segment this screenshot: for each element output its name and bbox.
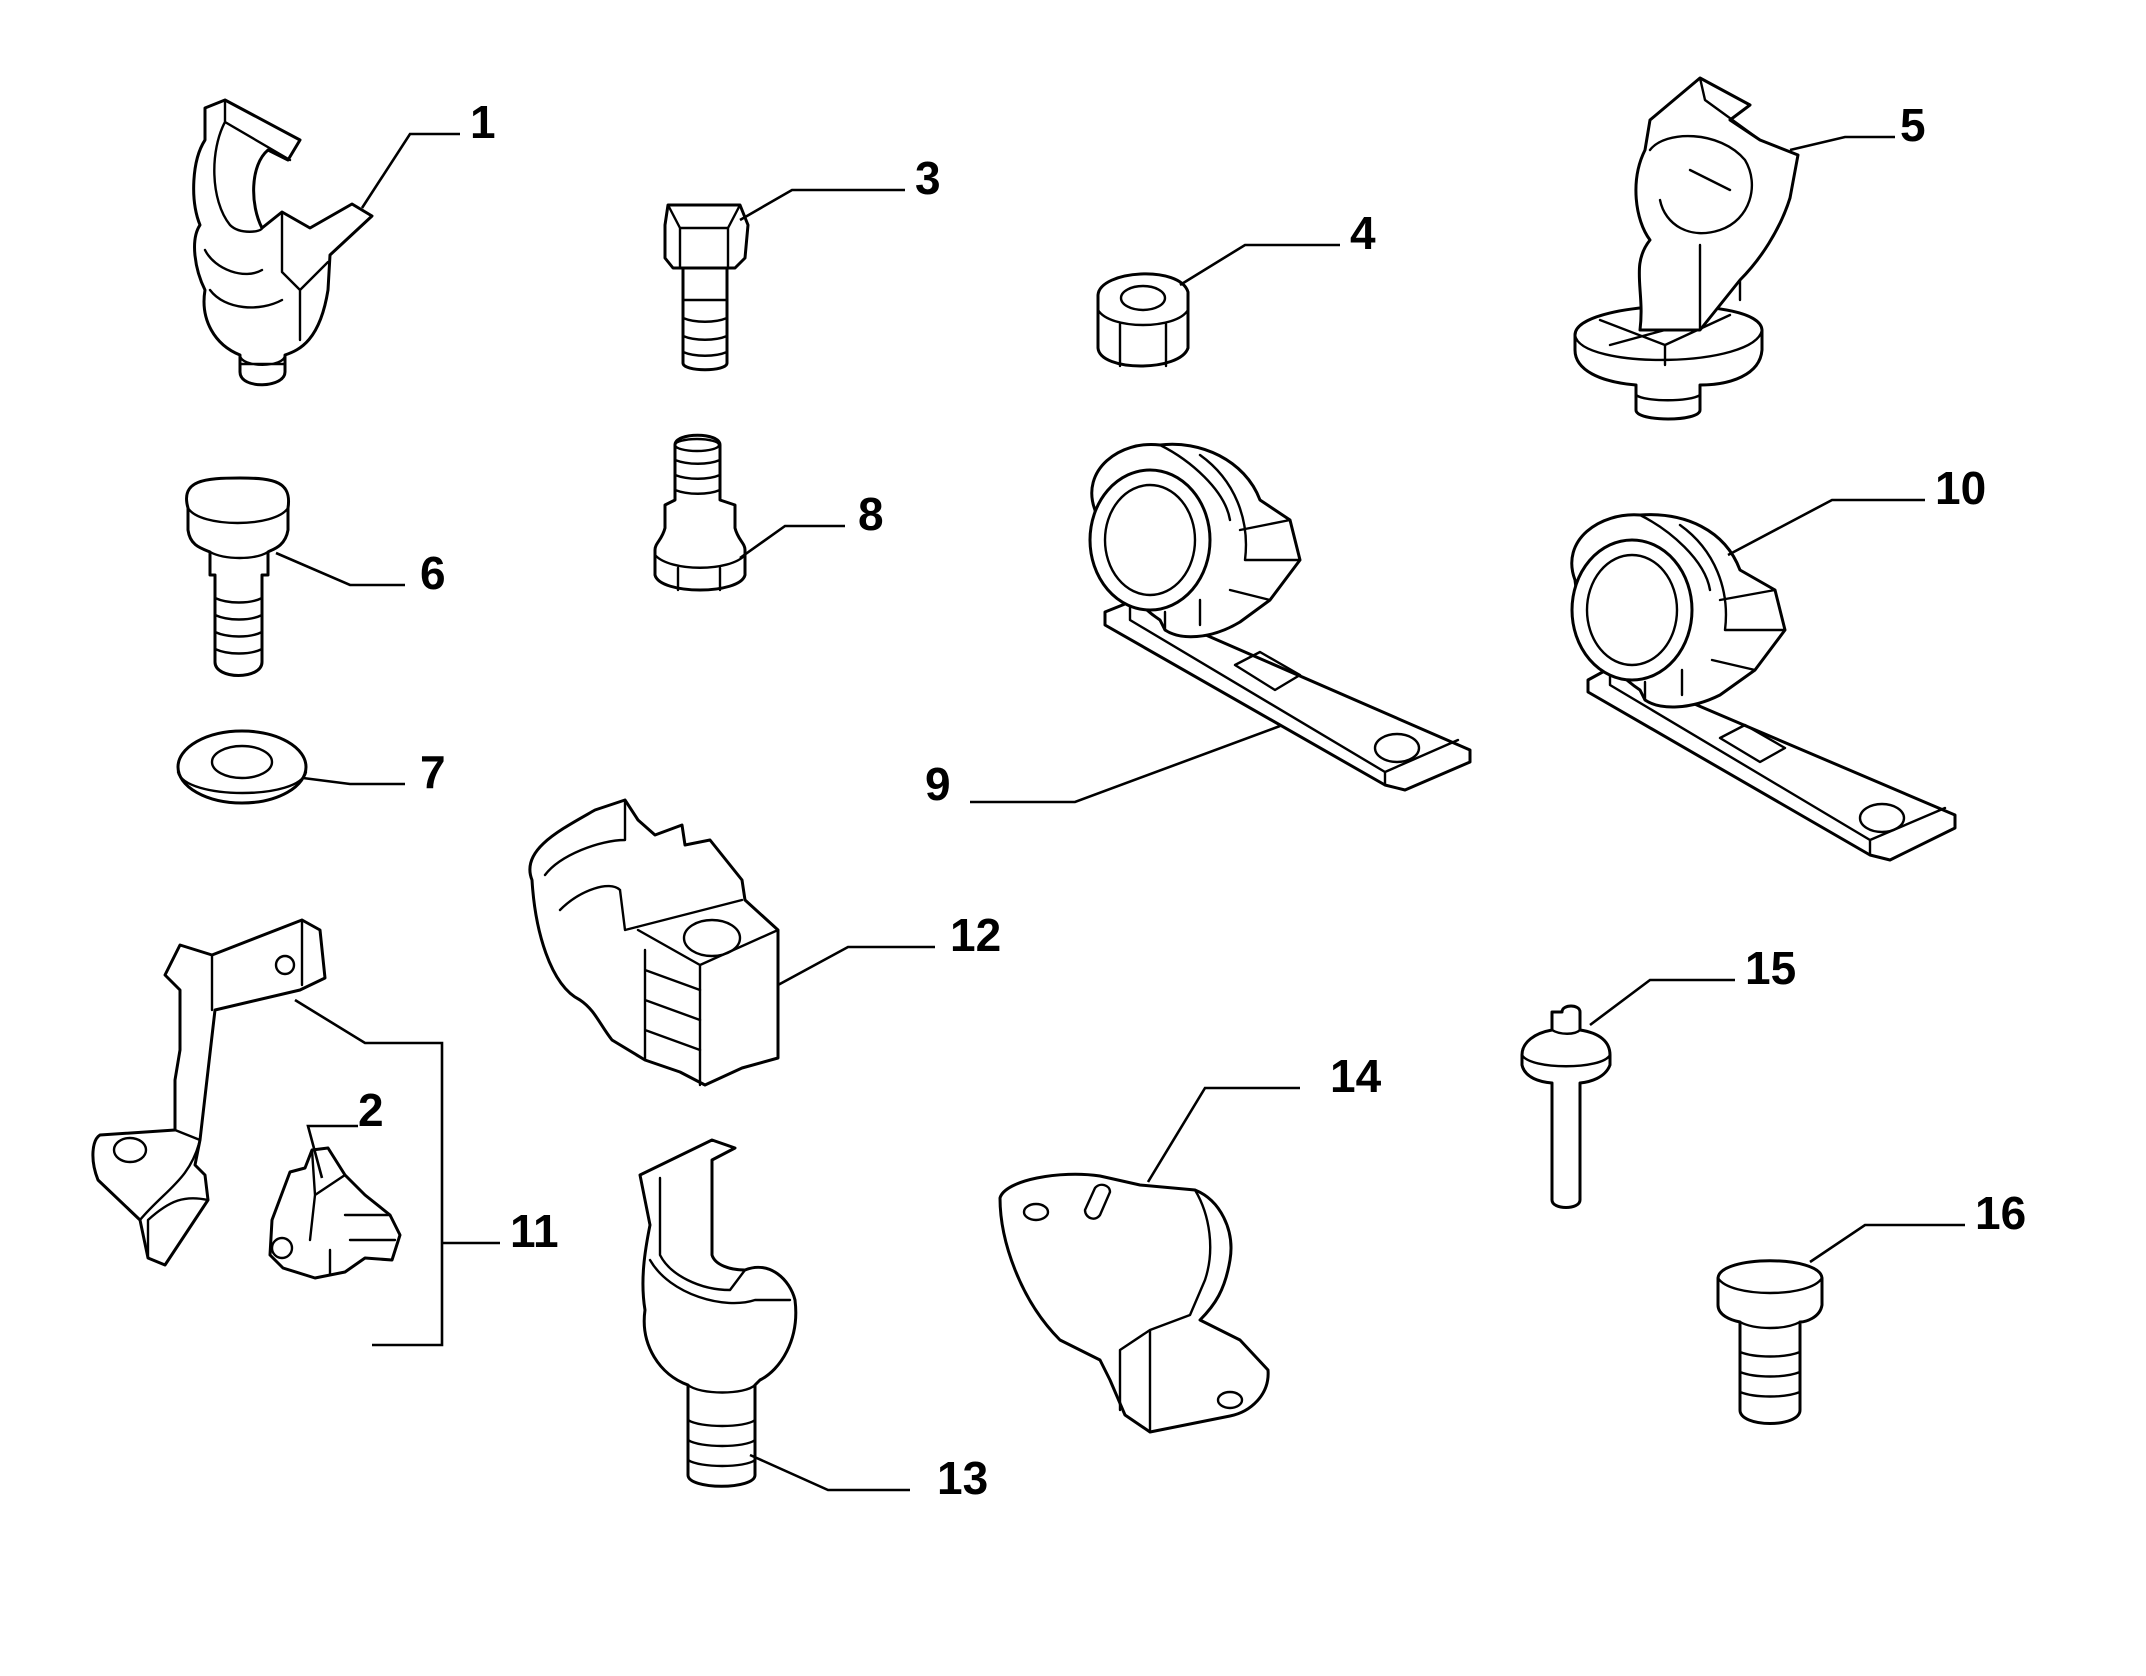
callout-12-label: 12 [950, 909, 1001, 961]
callout-3: 3 [739, 152, 941, 222]
callout-16: 16 [1809, 1187, 2026, 1264]
callout-7: 7 [302, 746, 446, 798]
pipe-clip-icon [192, 98, 374, 387]
callout-4: 4 [1179, 207, 1376, 287]
base-mounted-clip-icon [1573, 76, 1800, 421]
callout-14-label: 14 [1330, 1050, 1382, 1102]
callout-8-label: 8 [858, 488, 884, 540]
callout-15: 15 [1589, 942, 1796, 1027]
double-clip-icon [528, 798, 780, 1087]
short-bolt-icon [1716, 1259, 1824, 1425]
washer-icon [176, 729, 308, 805]
callout-10-label: 10 [1935, 462, 1986, 514]
callout-14: 14 [1146, 1050, 1382, 1183]
callout-6-label: 6 [420, 547, 446, 599]
callout-15-label: 15 [1745, 942, 1796, 994]
callout-2-label: 2 [358, 1084, 384, 1136]
callout-11: 11 [294, 998, 559, 1347]
callout-6: 6 [275, 547, 446, 599]
callout-13: 13 [749, 1452, 988, 1504]
bracket-icon [91, 918, 327, 1267]
callout-1: 1 [360, 96, 496, 209]
callout-12: 12 [777, 909, 1001, 987]
callout-10: 10 [1727, 462, 1986, 557]
callout-3-label: 3 [915, 152, 941, 204]
callout-11-label: 11 [510, 1205, 559, 1257]
pipe-clip-pin-icon [638, 1138, 798, 1488]
callout-2: 2 [306, 1084, 384, 1179]
callout-8: 8 [739, 488, 884, 560]
pipe-clamp-with-strap-icon [1088, 442, 1472, 792]
callout-9: 9 [925, 724, 1281, 810]
callout-4-label: 4 [1350, 207, 1376, 259]
hex-nut-icon [1096, 272, 1190, 368]
stud-bolt-icon [185, 476, 291, 677]
threaded-stud-icon [653, 433, 747, 592]
push-pin-icon [1520, 1004, 1612, 1209]
pipe-clamp-with-strap-icon [1570, 513, 1957, 862]
callout-5-label: 5 [1900, 99, 1926, 151]
small-clip-icon [268, 1146, 402, 1280]
hex-bolt-icon [663, 203, 750, 372]
callout-7-label: 7 [420, 746, 446, 798]
callout-16-label: 16 [1975, 1187, 2026, 1239]
callout-13-label: 13 [937, 1452, 988, 1504]
mounting-plate-icon [998, 1172, 1270, 1434]
callout-5: 5 [1789, 99, 1926, 152]
callout-9-label: 9 [925, 758, 951, 810]
callout-1-label: 1 [470, 96, 496, 148]
